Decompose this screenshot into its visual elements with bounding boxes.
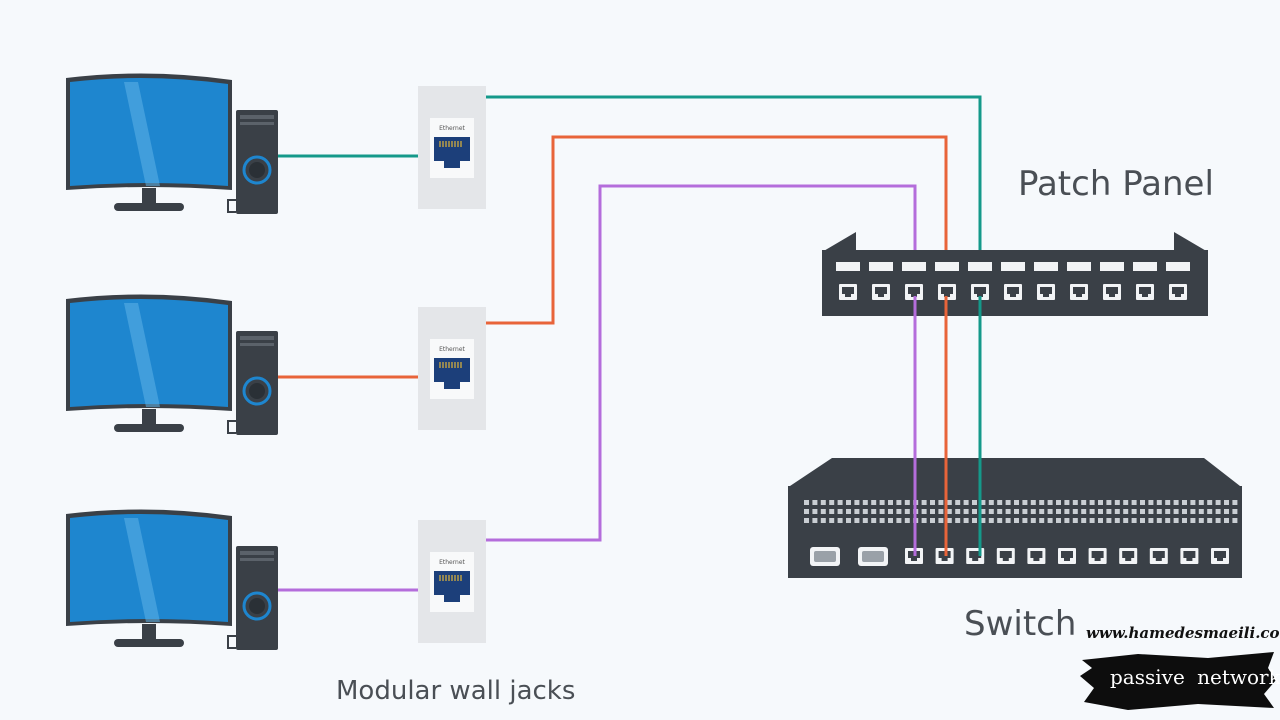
wall-jacks-label: Modular wall jacks bbox=[336, 676, 576, 706]
rj45-port-icon bbox=[1136, 284, 1154, 300]
workstation-2 bbox=[64, 292, 280, 437]
watermark-url: www.hamedesmaeili.com bbox=[1086, 624, 1280, 642]
rj45-port-icon bbox=[1004, 284, 1022, 300]
rj45-port-icon bbox=[1070, 284, 1088, 300]
rj45-port-icon bbox=[1037, 284, 1055, 300]
switch-label: Switch bbox=[964, 604, 1077, 644]
ethernet-jack-icon bbox=[417, 306, 487, 431]
rj45-port-icon bbox=[1169, 284, 1187, 300]
switch-icon bbox=[788, 458, 1242, 578]
rj45-port-icon bbox=[1149, 548, 1168, 564]
rj45-port-icon bbox=[839, 284, 857, 300]
rj45-port-icon bbox=[1103, 284, 1121, 300]
serial-port-icon bbox=[810, 547, 840, 566]
rj45-port-icon bbox=[1027, 548, 1046, 564]
monitor-icon bbox=[64, 507, 280, 652]
serial-port-icon bbox=[858, 547, 888, 566]
rj45-port-icon bbox=[1058, 548, 1076, 564]
workstation-3 bbox=[64, 507, 280, 652]
rj45-port-icon bbox=[1211, 548, 1229, 564]
wall-jack-3 bbox=[417, 519, 487, 644]
patch-panel-icon bbox=[822, 232, 1208, 316]
monitor-icon bbox=[64, 71, 280, 216]
ethernet-jack-icon bbox=[417, 85, 487, 210]
rj45-port-icon bbox=[872, 284, 890, 300]
patch-panel-label: Patch Panel bbox=[1018, 164, 1214, 204]
ethernet-jack-icon bbox=[417, 519, 487, 644]
workstation-1 bbox=[64, 71, 280, 216]
wall-jack-2 bbox=[417, 306, 487, 431]
monitor-icon bbox=[64, 292, 280, 437]
wall-jack-1 bbox=[417, 85, 487, 210]
rj45-port-icon bbox=[1088, 548, 1107, 564]
rj45-port-icon bbox=[1119, 548, 1138, 564]
brush-stroke-icon bbox=[1080, 652, 1276, 710]
rj45-port-icon bbox=[1180, 548, 1199, 564]
watermark-tag: passive network bbox=[1110, 665, 1280, 689]
rj45-port-icon bbox=[996, 548, 1015, 564]
